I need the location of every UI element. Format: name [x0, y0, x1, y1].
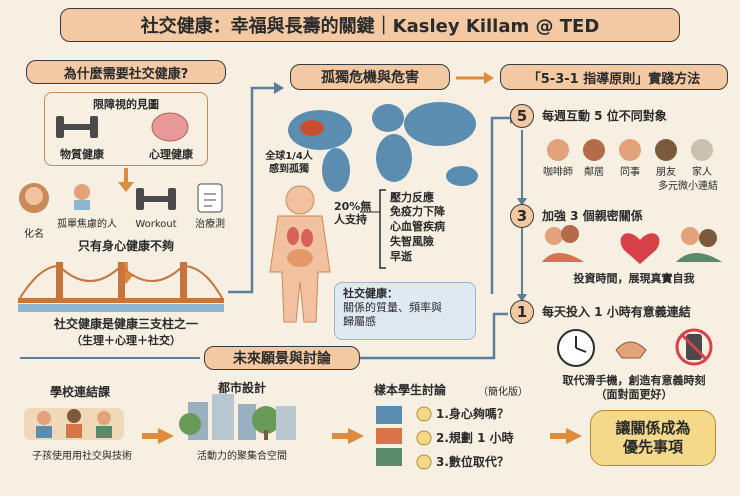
step-3-desc: 投資時間，展現真實自我 [573, 272, 695, 285]
school-title: 學校連結課 [49, 385, 110, 399]
harm-0: 壓力反應 [390, 191, 434, 204]
no-phone-icon [675, 328, 713, 366]
step-1-number: 1 [510, 300, 534, 324]
support-label: 20%無 人支持 [334, 200, 372, 226]
brain-icon [151, 112, 189, 142]
left-header: 為什麼需要社交健康? [26, 60, 226, 84]
clock-icon [557, 329, 595, 367]
hidden-name-label: 化名 [24, 229, 44, 240]
workout-label: Workout [135, 219, 177, 230]
city-title: 都市設計 [217, 381, 266, 395]
question-2: 2.規劃 1 小時 [436, 431, 514, 445]
step-3-number: 3 [510, 204, 534, 228]
discussion-tag: （簡化版） [478, 387, 528, 398]
person-1: 鄰居 [584, 167, 604, 178]
person-4: 家人 [692, 167, 712, 178]
arrow-mid-right-head [484, 72, 494, 84]
workout-dumbbell-icon [136, 188, 176, 210]
harm-bracket [379, 189, 386, 269]
heart-icon [620, 233, 660, 264]
therapy-icon [197, 183, 223, 213]
question-icon-2 [416, 430, 432, 446]
city-illustration [179, 394, 296, 440]
middle-header: 孤獨危機與危害 [290, 64, 450, 90]
person-0: 咖啡師 [543, 167, 573, 178]
map-label: 全球1/4人 感到孤獨 [265, 151, 313, 175]
school-illustration [24, 408, 124, 440]
step-1-title: 每天投入 1 小時有意義連結 [542, 305, 691, 319]
micro-note: 多元微小連結 [658, 181, 718, 192]
person-hidden-icon [19, 183, 49, 213]
pillar-line-2: （生理＋心理＋社交） [71, 334, 181, 347]
mental-health-label: 心理健康 [149, 148, 193, 161]
arrow-left-1-head [118, 182, 134, 192]
handshake-icon [615, 341, 647, 359]
physical-health-label: 物質健康 [60, 148, 104, 161]
harm-3: 失智風險 [390, 235, 434, 248]
connector-left-mid [228, 86, 276, 294]
person-2: 同事 [620, 167, 640, 178]
arrow-bottom-1 [158, 428, 174, 444]
not-enough-label: 只有身心健康不夠 [77, 239, 174, 253]
question-3: 3.數位取代？ [436, 455, 509, 469]
person-3: 朋友 [656, 167, 676, 178]
page-title: 社交健康：幸福與長壽的關鍵｜Kasley Killam @ TED [60, 8, 680, 42]
lonely-icon [74, 184, 90, 210]
definition-title: 社交健康： [343, 287, 398, 300]
step-1-desc-2: （面對面更好） [595, 388, 673, 401]
limited-view-box [44, 92, 208, 166]
right-flow-5-3-head [517, 198, 527, 206]
arrow-bottom-2 [348, 428, 364, 444]
friends-illustration [676, 227, 722, 262]
school-desc: 子孩使用用社交與技術 [32, 451, 132, 462]
harm-2: 心血管疾病 [390, 220, 445, 233]
books-icon [376, 406, 402, 466]
definition-note: 社交健康： 關係的質量、頻率與 歸屬感 [334, 282, 476, 340]
human-body-icon [269, 185, 331, 323]
question-icon-1 [416, 406, 432, 422]
discussion-title: 樣本學生討論 [374, 383, 447, 397]
dumbbell-icon [56, 116, 98, 138]
lonely-label: 孤單焦慮的人 [57, 219, 117, 230]
city-desc: 活動力的聚集合空間 [197, 451, 287, 462]
harm-1: 免疫力下降 [390, 205, 445, 218]
step-5-title: 每週互動 5 位不同對象 [542, 109, 667, 123]
arrow-bottom-3 [566, 428, 582, 444]
bottom-header: 未來願景與討論 [204, 346, 360, 370]
question-icon-3 [416, 454, 432, 470]
right-flow-3-1-head [517, 294, 527, 302]
people-avatars [547, 139, 713, 161]
therapy-label: 治療測 [195, 219, 225, 230]
final-message: 讓關係成為 優先事項 [590, 410, 716, 466]
right-header: 「5-3-1 指導原則」實踐方法 [500, 64, 728, 90]
limited-view-title: 限障視的見圖 [93, 98, 159, 111]
pillar-line-1: 社交健康是健康三支柱之一 [53, 317, 198, 331]
right-flow-top [490, 116, 512, 294]
connector-right-bottom [358, 312, 508, 360]
step-1-desc-1: 取代滑手機，創造有意義時刻 [562, 374, 706, 387]
bridge-illustration [18, 262, 224, 312]
step-5-number: 5 [510, 104, 534, 128]
hug-illustration [542, 225, 584, 262]
step-3-title: 加強 3 個親密關係 [542, 209, 643, 223]
definition-body: 關係的質量、頻率與 歸屬感 [343, 301, 442, 328]
question-1: 1.身心夠嗎？ [436, 407, 509, 421]
harm-4: 早逝 [390, 250, 412, 263]
world-map-icon [288, 102, 478, 192]
connector-left-mid-head [274, 82, 284, 94]
